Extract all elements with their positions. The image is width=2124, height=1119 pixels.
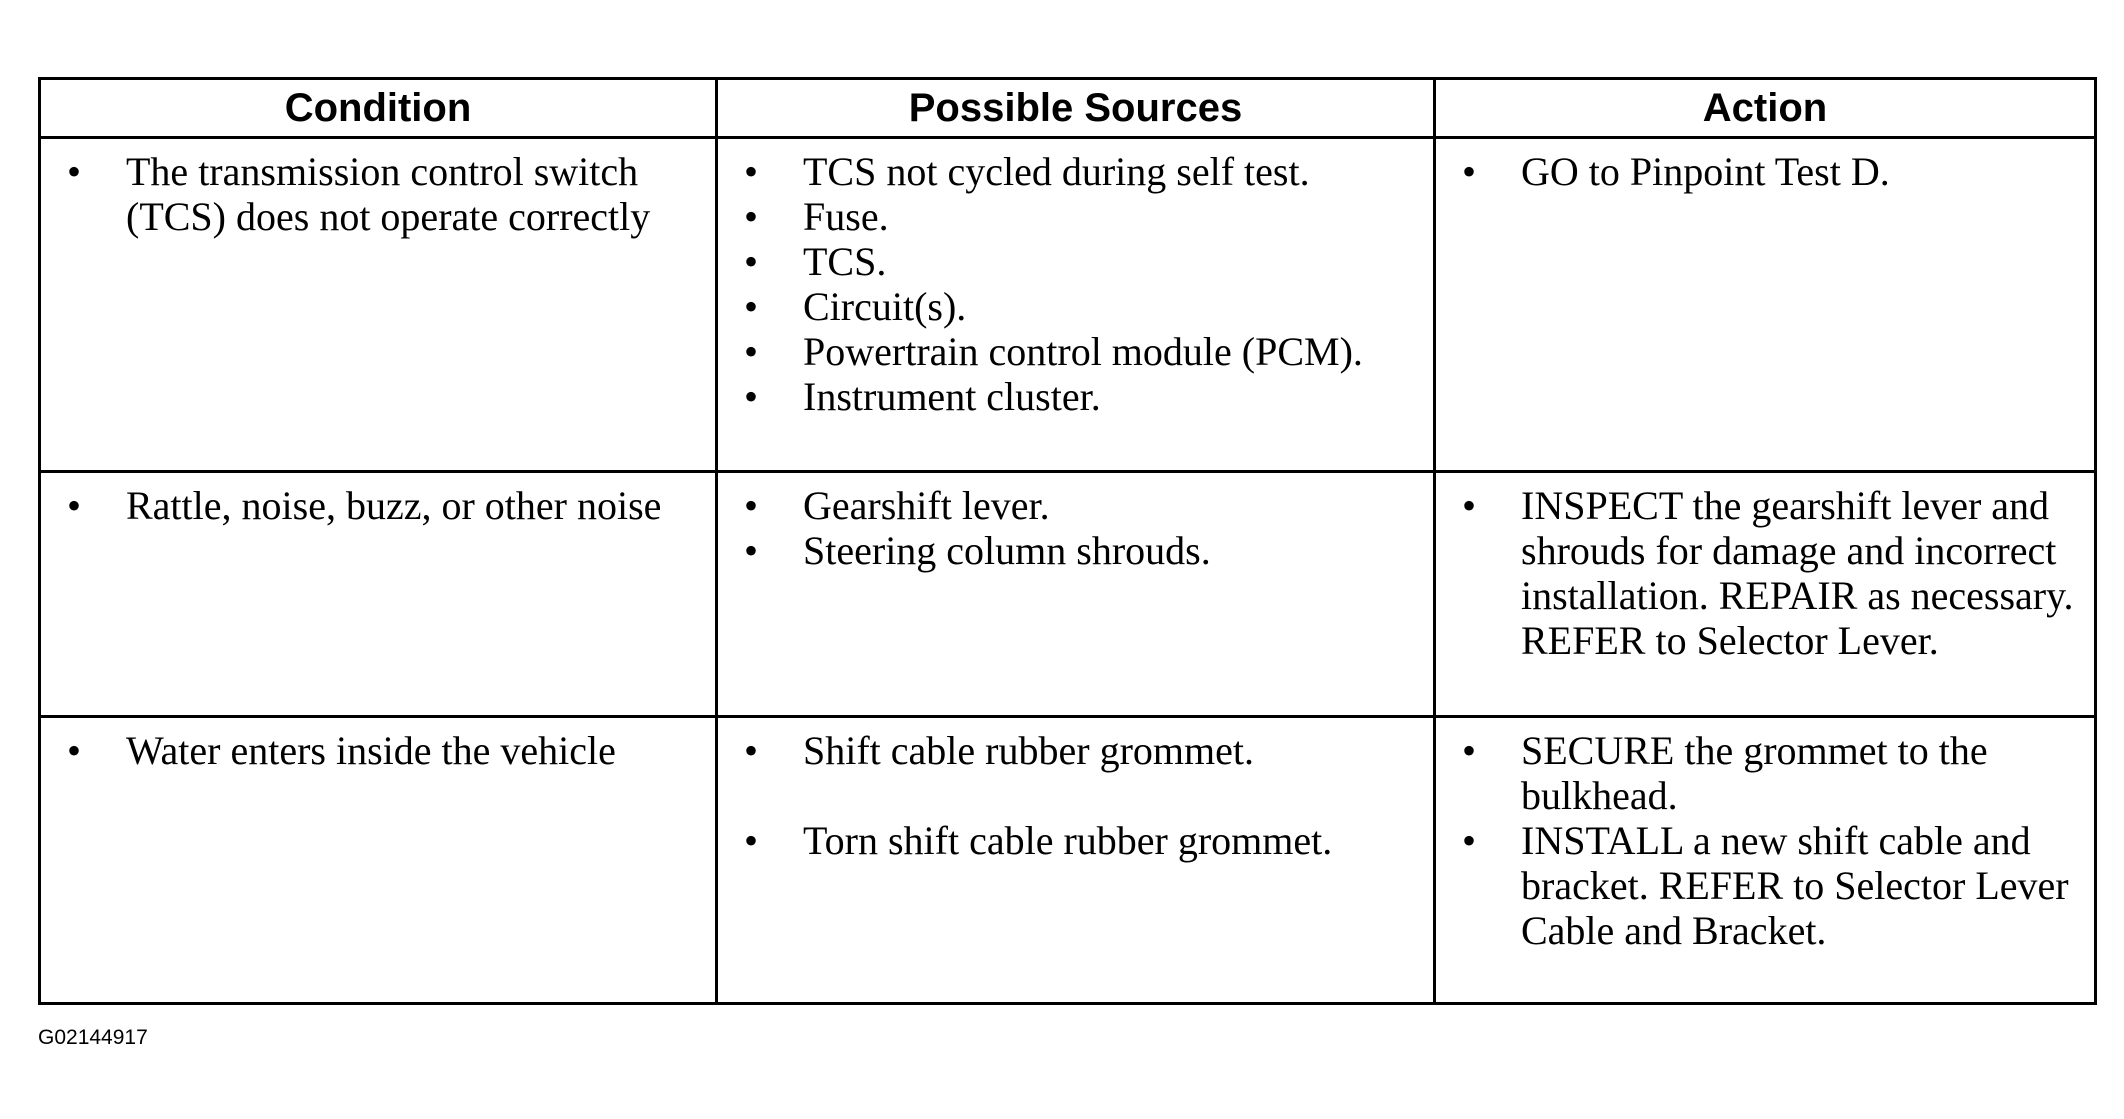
bullet-icon: • [743,194,758,239]
list-item: •Instrument cluster. [730,374,1421,419]
list-item: •SECURE the grommet to the bulkhead. [1448,728,2082,818]
condition-list: •The transmission control switch (TCS) d… [53,149,703,239]
table-header-row: Condition Possible Sources Action [38,77,2097,139]
list-item: •INSPECT the gearshift lever and shrouds… [1448,483,2082,663]
header-action: Action [1433,77,2097,139]
action-list: •GO to Pinpoint Test D. [1448,149,2082,194]
sources-list: •Shift cable rubber grommet. •Torn shift… [730,728,1421,863]
bullet-icon: • [743,483,758,528]
list-item: •Rattle, noise, buzz, or other noise [53,483,703,528]
bullet-icon: • [66,728,81,773]
action-list: •INSPECT the gearshift lever and shrouds… [1448,483,2082,663]
diagnosis-table: Condition Possible Sources Action •The t… [38,77,2097,1005]
bullet-icon: • [743,728,758,773]
bullet-icon: • [743,374,758,419]
list-item: •The transmission control switch (TCS) d… [53,149,703,239]
list-item: •GO to Pinpoint Test D. [1448,149,2082,194]
list-item: •Fuse. [730,194,1421,239]
bullet-icon: • [66,149,81,194]
header-condition: Condition [38,77,718,139]
list-item: •TCS not cycled during self test. [730,149,1421,194]
table-row: •The transmission control switch (TCS) d… [38,136,2097,473]
bullet-icon: • [1461,728,1476,773]
header-possible-sources: Possible Sources [715,77,1436,139]
bullet-icon: • [1461,483,1476,528]
condition-cell: •Rattle, noise, buzz, or other noise [38,470,718,718]
list-item: •Torn shift cable rubber grommet. [730,818,1421,863]
action-cell: •GO to Pinpoint Test D. [1433,136,2097,473]
action-cell: •INSPECT the gearshift lever and shrouds… [1433,470,2097,718]
table-row: •Water enters inside the vehicle •Shift … [38,715,2097,1005]
bullet-icon: • [743,818,758,863]
list-item: •Water enters inside the vehicle [53,728,703,773]
sources-cell: •TCS not cycled during self test. •Fuse.… [715,136,1436,473]
sources-cell: •Gearshift lever. •Steering column shrou… [715,470,1436,718]
bullet-icon: • [1461,818,1476,863]
bullet-icon: • [743,329,758,374]
condition-cell: •The transmission control switch (TCS) d… [38,136,718,473]
list-item: •Circuit(s). [730,284,1421,329]
bullet-icon: • [743,284,758,329]
bullet-icon: • [1461,149,1476,194]
action-cell: •SECURE the grommet to the bulkhead. •IN… [1433,715,2097,1005]
condition-list: •Rattle, noise, buzz, or other noise [53,483,703,528]
condition-cell: •Water enters inside the vehicle [38,715,718,1005]
figure-id-label: G02144917 [38,1026,148,1049]
sources-cell: •Shift cable rubber grommet. •Torn shift… [715,715,1436,1005]
list-item: •TCS. [730,239,1421,284]
list-item: •Powertrain control module (PCM). [730,329,1421,374]
list-item: •Steering column shrouds. [730,528,1421,573]
bullet-icon: • [743,528,758,573]
condition-list: •Water enters inside the vehicle [53,728,703,773]
sources-list: •Gearshift lever. •Steering column shrou… [730,483,1421,573]
table-row: •Rattle, noise, buzz, or other noise •Ge… [38,470,2097,718]
list-item: •Shift cable rubber grommet. [730,728,1421,773]
bullet-icon: • [66,483,81,528]
sources-list: •TCS not cycled during self test. •Fuse.… [730,149,1421,419]
list-item: •Gearshift lever. [730,483,1421,528]
action-list: •SECURE the grommet to the bulkhead. •IN… [1448,728,2082,953]
list-item: •INSTALL a new shift cable and bracket. … [1448,818,2082,953]
bullet-icon: • [743,149,758,194]
bullet-icon: • [743,239,758,284]
